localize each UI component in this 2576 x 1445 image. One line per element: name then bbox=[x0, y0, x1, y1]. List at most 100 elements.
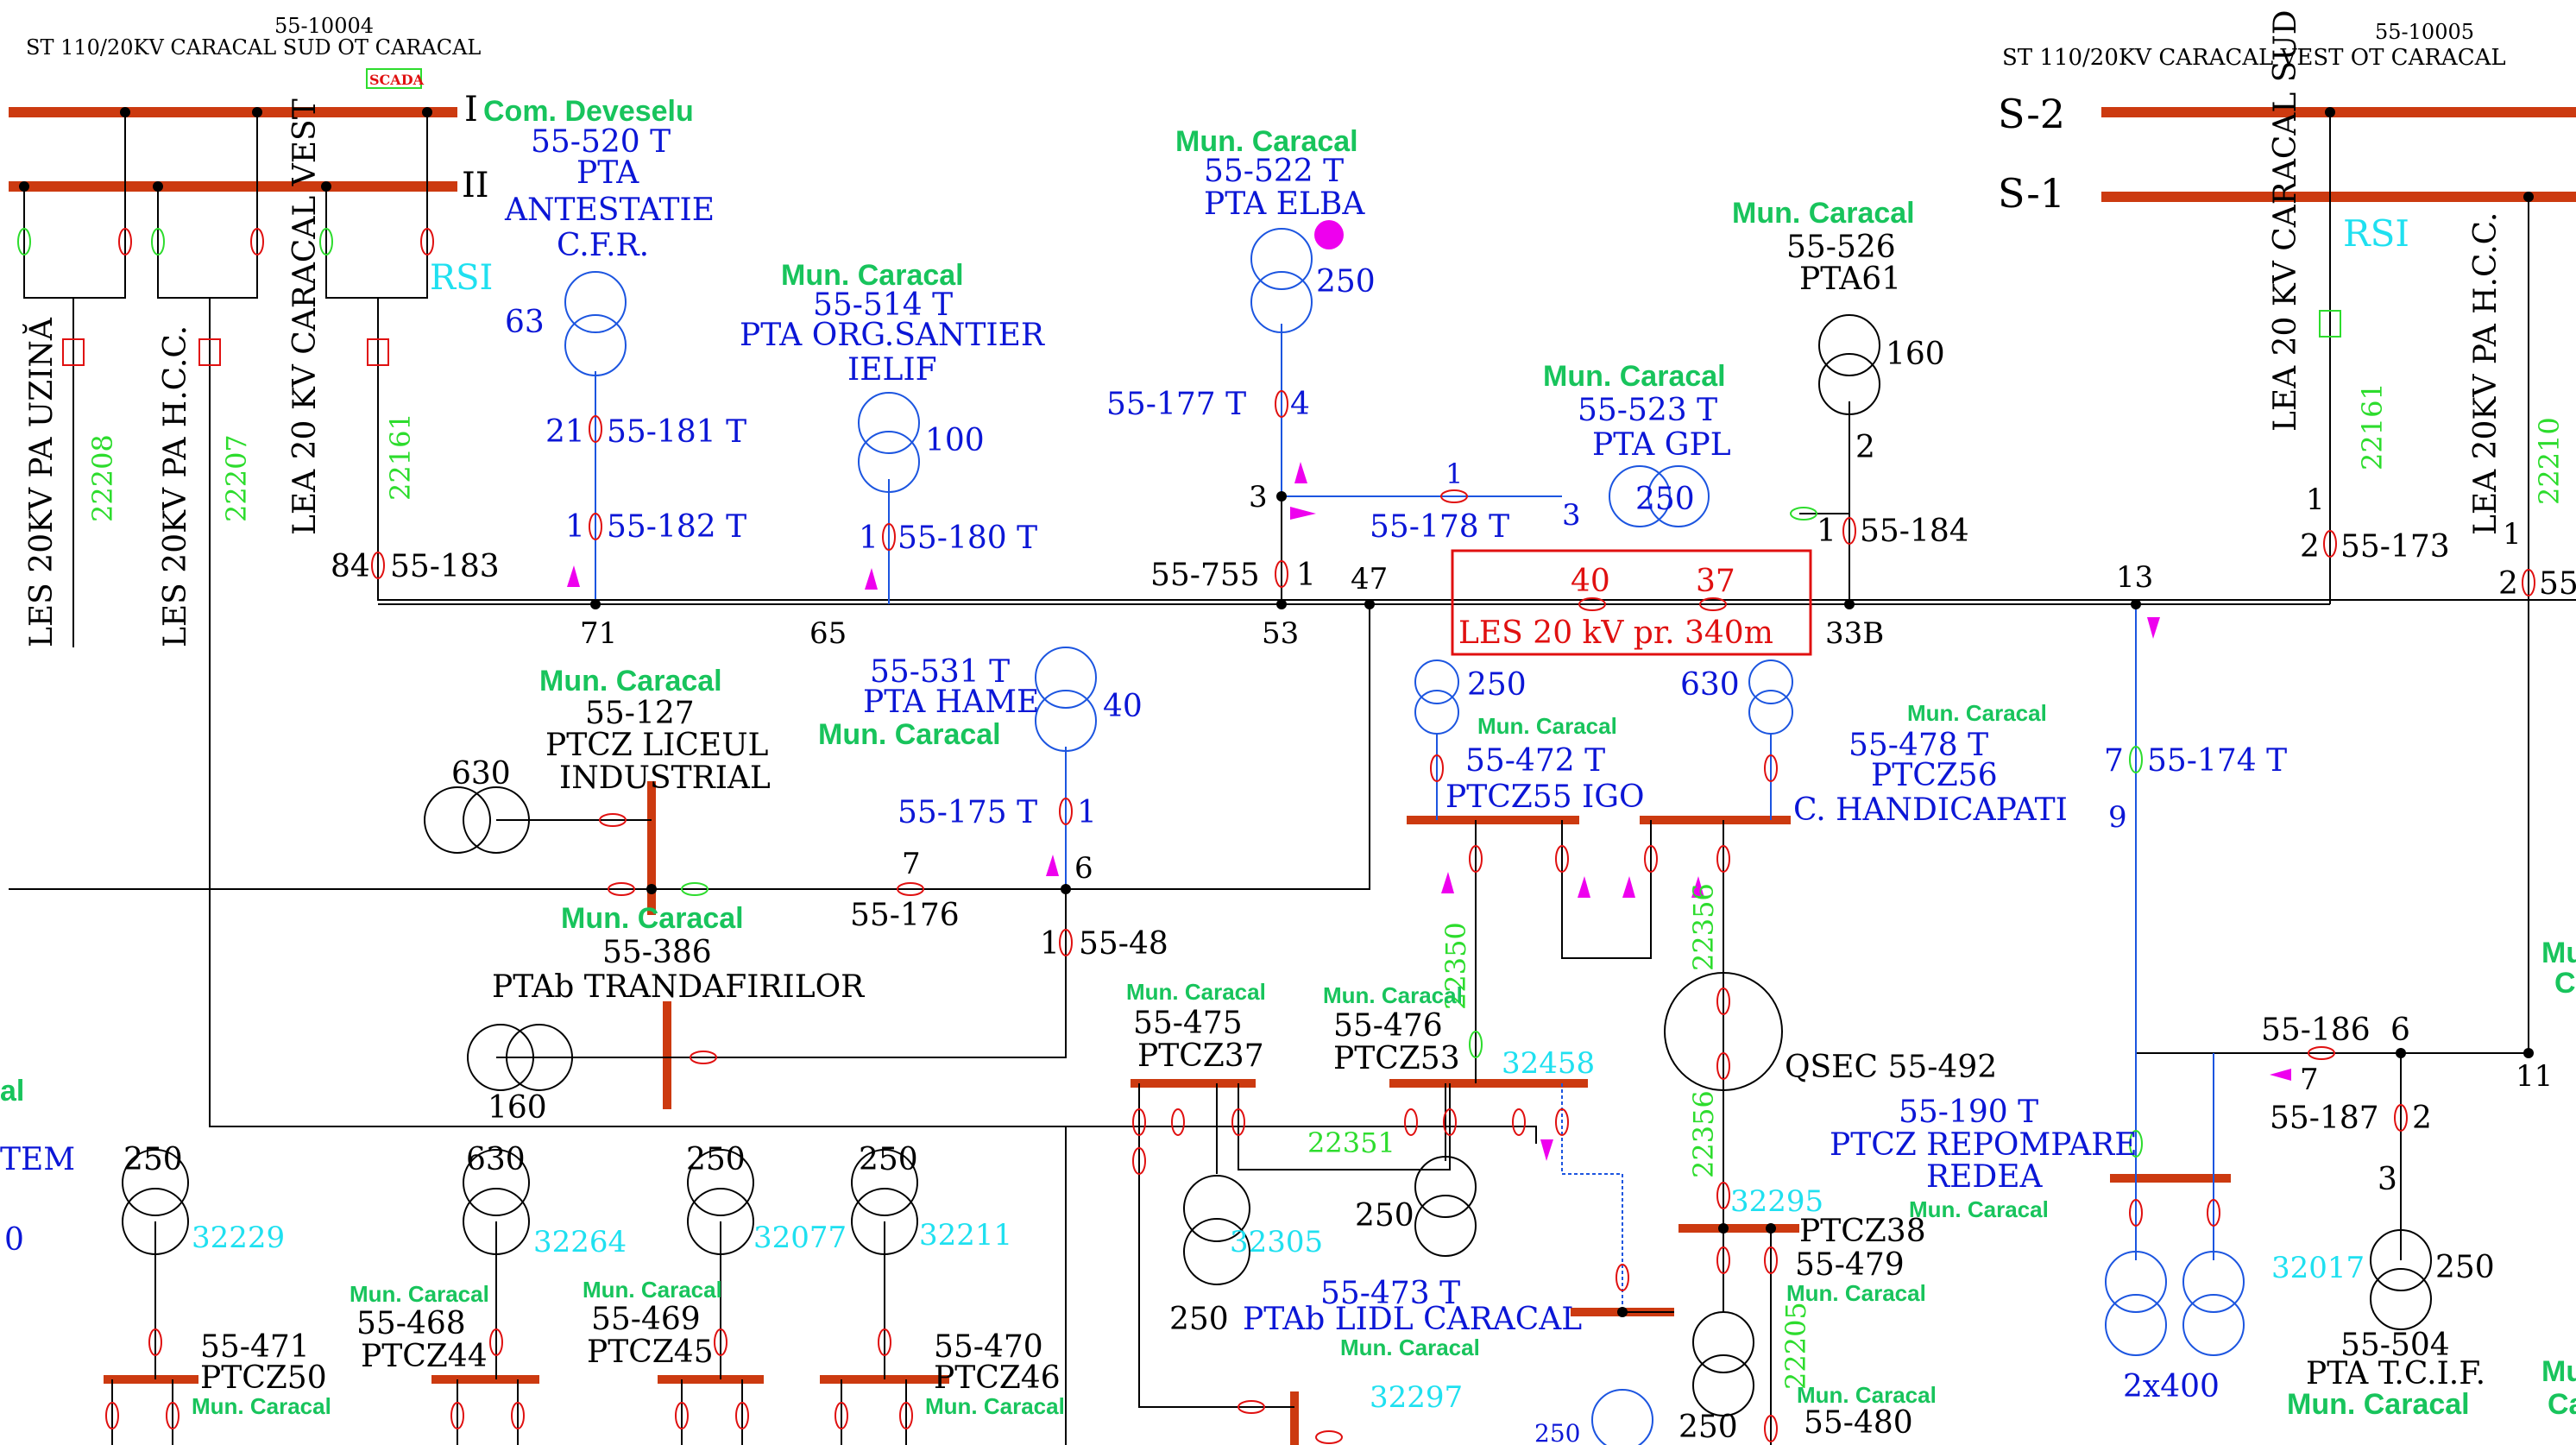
right-node-55: 55 bbox=[2539, 566, 2576, 602]
switch-55-186[interactable] bbox=[2308, 1046, 2335, 1060]
switch-55-187[interactable] bbox=[2394, 1104, 2408, 1132]
transformer-ptcz44[interactable] bbox=[463, 1149, 530, 1255]
switch-ptcz37-b[interactable] bbox=[1171, 1108, 1185, 1136]
switch-ptcz53-a[interactable] bbox=[1404, 1108, 1418, 1136]
switch-ptcz53-d[interactable] bbox=[1555, 1108, 1569, 1136]
transformer-repompare-1[interactable] bbox=[2105, 1251, 2167, 1356]
transformer-ptcz45[interactable] bbox=[687, 1149, 754, 1255]
switch-55-184[interactable] bbox=[1842, 517, 1856, 545]
switch-g-22350[interactable] bbox=[1469, 1031, 1483, 1058]
transformer-pta-514[interactable] bbox=[858, 392, 920, 493]
switch-g-184[interactable] bbox=[1790, 507, 1817, 521]
switch-55-178[interactable] bbox=[1440, 489, 1468, 503]
switch-ptcz45-in[interactable] bbox=[714, 1328, 727, 1356]
switch-ptcz56-t[interactable] bbox=[1764, 754, 1778, 782]
switch-22207-box[interactable] bbox=[198, 338, 221, 366]
sep-180: 55-180 T bbox=[898, 521, 1037, 556]
transformer-ptcz50[interactable] bbox=[122, 1149, 189, 1255]
switch-ptcz53-b[interactable] bbox=[1443, 1108, 1457, 1136]
switch-55-177[interactable] bbox=[1275, 390, 1288, 418]
transformer-ptcz55[interactable] bbox=[1414, 659, 1459, 735]
transformer-ptab-386[interactable] bbox=[467, 1024, 573, 1091]
switch-right-55[interactable] bbox=[2522, 569, 2535, 596]
switch-ptcz38-a[interactable] bbox=[1716, 1246, 1730, 1274]
switch-g-22161-box[interactable] bbox=[2319, 310, 2341, 338]
switch-ptcz38-b[interactable] bbox=[1764, 1246, 1778, 1274]
switch-ptcz45-b[interactable] bbox=[735, 1402, 749, 1429]
transformer-pta-522[interactable] bbox=[1250, 228, 1313, 333]
scada-badge[interactable] bbox=[366, 68, 422, 89]
switch-127-line[interactable] bbox=[608, 882, 635, 896]
transformer-ptcz-127[interactable] bbox=[424, 786, 530, 854]
transformer-ptcz56[interactable] bbox=[1748, 659, 1793, 735]
switch-bottom-b[interactable] bbox=[1315, 1430, 1343, 1444]
switch-ptcz-127[interactable] bbox=[599, 813, 627, 827]
switch-ptcz44-b[interactable] bbox=[511, 1402, 525, 1429]
switch-ptcz55-t[interactable] bbox=[1430, 754, 1444, 782]
switch-repompare-a[interactable] bbox=[2129, 1199, 2143, 1227]
switch-55-755[interactable] bbox=[1275, 560, 1288, 588]
switch-ptcz37-c[interactable] bbox=[1231, 1108, 1245, 1136]
switch-ptcz37-a[interactable] bbox=[1132, 1108, 1146, 1136]
transformer-pta-531[interactable] bbox=[1035, 647, 1097, 752]
switch-g-repompare[interactable] bbox=[2129, 1130, 2143, 1158]
switch-55-173[interactable] bbox=[2323, 530, 2337, 558]
switch-ptcz55-b[interactable] bbox=[1555, 845, 1569, 873]
switch-b-145[interactable] bbox=[118, 228, 132, 256]
switch-55-183[interactable] bbox=[371, 552, 385, 579]
switch-ptcz56-a[interactable] bbox=[1644, 845, 1658, 873]
switch-ptcz53-c[interactable] bbox=[1512, 1108, 1526, 1136]
switch-55-176[interactable] bbox=[897, 882, 924, 896]
switch-g-127[interactable] bbox=[681, 882, 709, 896]
switch-ptcz37-d[interactable] bbox=[1132, 1147, 1146, 1175]
switch-qsec-a[interactable] bbox=[1716, 988, 1730, 1015]
switch-ptcz50-a[interactable] bbox=[105, 1402, 119, 1429]
switch-repompare-b[interactable] bbox=[2207, 1199, 2220, 1227]
switch-g-28[interactable] bbox=[17, 228, 31, 256]
switch-ptab-386[interactable] bbox=[690, 1051, 717, 1064]
switch-55-181[interactable] bbox=[589, 415, 602, 443]
switch-g-183[interactable] bbox=[151, 228, 165, 256]
transformer-ptcz38[interactable] bbox=[1692, 1311, 1754, 1417]
switch-b-298[interactable] bbox=[250, 228, 264, 256]
switch-les-40[interactable] bbox=[1578, 597, 1606, 611]
transformer-lidl[interactable] bbox=[1414, 1156, 1477, 1257]
switch-55-48[interactable] bbox=[1059, 929, 1073, 956]
switch-55-180[interactable] bbox=[882, 523, 896, 551]
switch-22208-box[interactable] bbox=[62, 338, 85, 366]
switch-ptcz44-in[interactable] bbox=[489, 1328, 503, 1356]
transformer-repompare-2[interactable] bbox=[2182, 1251, 2245, 1356]
transformer-pta-520[interactable] bbox=[564, 271, 627, 376]
switch-ptcz50-b[interactable] bbox=[166, 1402, 180, 1429]
les-box[interactable] bbox=[1451, 549, 1812, 656]
switch-55-175[interactable] bbox=[1059, 798, 1073, 825]
switch-qsec-b[interactable] bbox=[1716, 1052, 1730, 1080]
transformer-ptcz46[interactable] bbox=[851, 1149, 918, 1255]
switch-les-37[interactable] bbox=[1699, 597, 1727, 611]
switch-55-182[interactable] bbox=[589, 513, 602, 540]
transformer-pta-523[interactable] bbox=[1609, 465, 1710, 527]
switch-ptcz38-in[interactable] bbox=[1716, 1182, 1730, 1209]
switch-ptcz46-in[interactable] bbox=[878, 1328, 891, 1356]
switch-ptcz50-in[interactable] bbox=[148, 1328, 162, 1356]
switch-ptcz38-c[interactable] bbox=[1764, 1415, 1778, 1442]
transformer-ptcz37[interactable] bbox=[1183, 1175, 1250, 1285]
transformer-bottom-blue[interactable] bbox=[1591, 1389, 1653, 1445]
switch-b-495[interactable] bbox=[420, 228, 434, 256]
switch-lidl[interactable] bbox=[1616, 1264, 1629, 1291]
switch-g-174[interactable] bbox=[2129, 746, 2143, 773]
ptcz-472-name: PTCZ55 IGO bbox=[1445, 779, 1645, 815]
switch-ptcz44-a[interactable] bbox=[450, 1402, 464, 1429]
switch-ptcz55-a[interactable] bbox=[1469, 845, 1483, 873]
switch-22161-box[interactable] bbox=[367, 338, 389, 366]
switch-ptcz56-b[interactable] bbox=[1716, 845, 1730, 873]
switch-ptcz45-a[interactable] bbox=[675, 1402, 689, 1429]
switch-bottom-a[interactable] bbox=[1238, 1400, 1265, 1414]
switch-g-378[interactable] bbox=[319, 228, 333, 256]
transformer-pta-526[interactable] bbox=[1818, 314, 1880, 415]
transformer-pta-504[interactable] bbox=[2370, 1229, 2432, 1330]
switch-ptcz46-a[interactable] bbox=[835, 1402, 848, 1429]
status-dot-elba[interactable] bbox=[1314, 220, 1344, 249]
switch-ptcz46-b[interactable] bbox=[899, 1402, 913, 1429]
transformer-qsec[interactable] bbox=[1664, 972, 1783, 1091]
